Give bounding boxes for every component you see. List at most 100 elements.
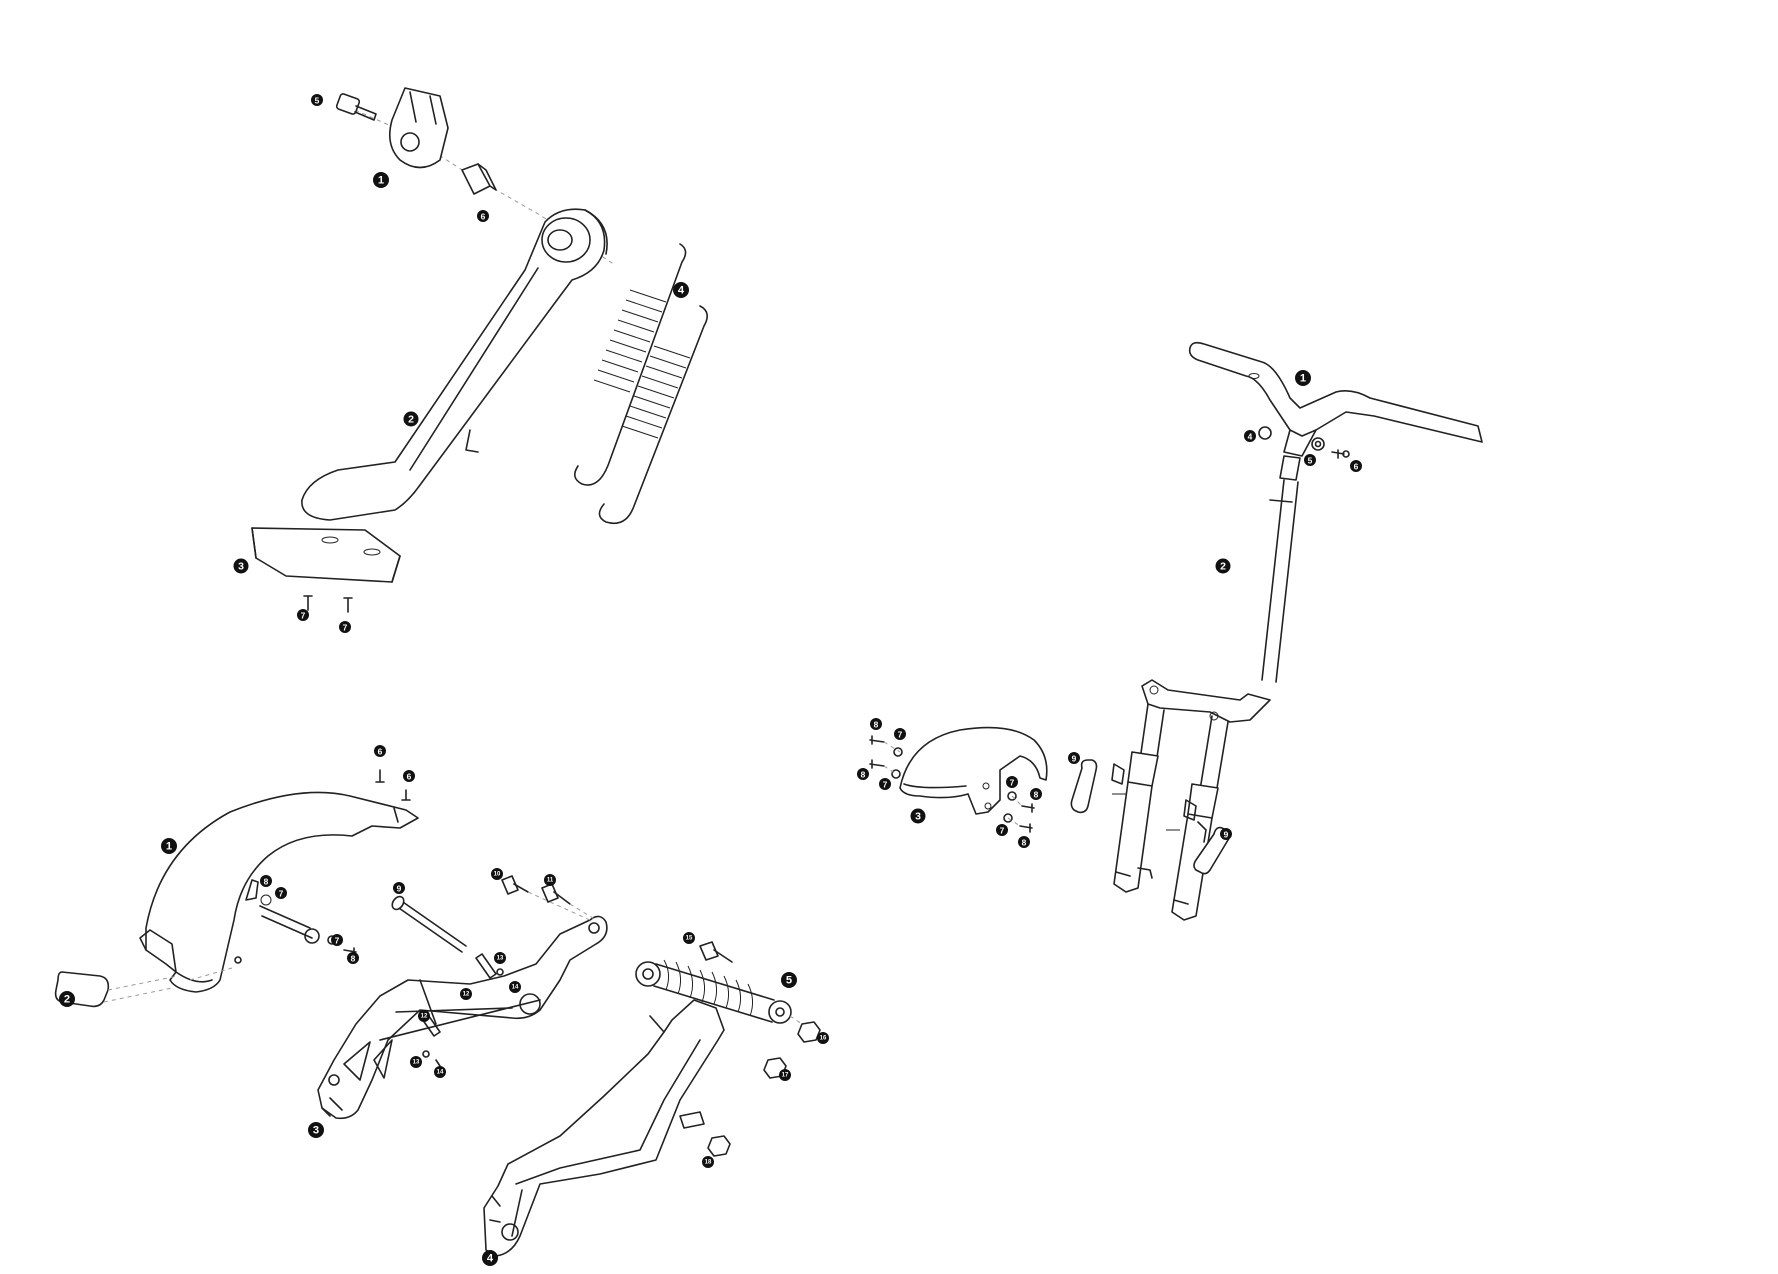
callout-badge: 7: [996, 824, 1008, 836]
kickstand-cover: [389, 87, 449, 169]
callout-badge: 1: [373, 172, 389, 188]
callout-badge-label: 3: [313, 1125, 319, 1137]
handlebar-clamp-hardware: [1258, 426, 1350, 459]
callout-badge-label: 6: [378, 747, 383, 757]
callout-badge-circle: [491, 868, 503, 880]
callout-badge-circle: [1215, 558, 1231, 574]
callout-badge-circle: [482, 1250, 498, 1266]
shock-nuts: [707, 1015, 821, 1157]
front-fork: [1111, 679, 1271, 921]
callout-badge-label: 8: [1034, 790, 1039, 800]
kickstand-bolt: [335, 93, 377, 121]
callout-badge-circle: [1304, 454, 1316, 466]
callout-badge-label: 8: [861, 770, 866, 780]
callout-badge: 1: [161, 838, 177, 854]
steering-assembly: [869, 341, 1483, 921]
callout-badge-circle: [347, 952, 359, 964]
callout-badge-label: 18: [705, 1160, 712, 1166]
callout-badge: 17: [779, 1069, 791, 1081]
callout-badge-circle: [403, 770, 415, 782]
callout-badge-circle: [308, 1122, 324, 1138]
callout-badge-circle: [477, 210, 489, 222]
callout-badge: 9: [1220, 828, 1232, 840]
callout-badge: 11: [544, 874, 556, 886]
callout-badge: 3: [910, 808, 926, 824]
callout-badge: 9: [393, 882, 405, 894]
callout-badge-label: 5: [786, 975, 792, 987]
steering-stem: [1261, 455, 1301, 683]
callout-badge: 6: [477, 210, 489, 222]
callout-badge: 5: [781, 972, 797, 988]
callout-badge-label: 9: [397, 884, 402, 894]
callout-badge-circle: [434, 1066, 446, 1078]
callout-badge-circle: [260, 875, 272, 887]
callout-badge-circle: [403, 411, 419, 427]
callout-badge: 12: [460, 988, 472, 1000]
callout-badge-label: 12: [421, 1014, 428, 1020]
callout-badge-label: 6: [407, 772, 412, 782]
callout-badge-circle: [374, 745, 386, 757]
callout-badge-label: 3: [238, 561, 244, 573]
callout-badge: 16: [817, 1032, 829, 1044]
callout-badge-label: 8: [351, 954, 356, 964]
callout-badge-label: 5: [315, 96, 320, 106]
callout-badge: 3: [233, 558, 249, 574]
callout-badge-label: 8: [264, 877, 269, 887]
callout-badge-label: 1: [1300, 373, 1306, 385]
callout-badge: 2: [403, 411, 419, 427]
kickstand-bushing: [461, 163, 497, 195]
callout-badge-label: 1: [378, 175, 384, 187]
callout-badge-label: 9: [1072, 754, 1077, 764]
callout-badge: 3: [308, 1122, 324, 1138]
callout-badge-circle: [393, 882, 405, 894]
callout-badge-label: 14: [437, 1070, 444, 1076]
callout-badge-label: 7: [883, 780, 888, 790]
callout-badge: 8: [857, 768, 869, 780]
callout-badge-label: 6: [481, 212, 486, 222]
callout-badge: 6: [403, 770, 415, 782]
callout-badge-label: 7: [335, 936, 340, 946]
callout-badge-label: 7: [343, 623, 348, 633]
callout-badge: 13: [494, 952, 506, 964]
kickstand-foot-screws: [303, 595, 353, 613]
callout-badge-label: 11: [547, 878, 554, 884]
callout-badge-circle: [894, 728, 906, 740]
callout-badge-circle: [339, 621, 351, 633]
callout-badge-label: 15: [686, 936, 693, 942]
callout-badge: 6: [1350, 460, 1362, 472]
callout-badge-label: 10: [494, 872, 501, 878]
callout-badge-label: 9: [1224, 830, 1229, 840]
callout-badge-circle: [1295, 370, 1311, 386]
callout-badge: 9: [1068, 752, 1080, 764]
callout-badge: 7: [894, 728, 906, 740]
callout-badge-label: 3: [915, 811, 921, 823]
callout-badge-circle: [544, 874, 556, 886]
kickstand-springs: [574, 243, 708, 525]
handlebar: [1188, 341, 1483, 457]
callout-badge-circle: [1006, 776, 1018, 788]
chain-guard: [483, 999, 725, 1257]
callout-badge-label: 1: [166, 841, 172, 853]
kickstand-assembly: [251, 87, 708, 613]
callout-badge: 8: [870, 718, 882, 730]
callout-badge: 12: [418, 1010, 430, 1022]
callout-badge-circle: [161, 838, 177, 854]
callout-badge: 6: [374, 745, 386, 757]
callout-badge: 8: [1018, 836, 1030, 848]
callout-badge-label: 7: [898, 730, 903, 740]
callout-badge-label: 4: [1248, 432, 1253, 442]
callout-badge-circle: [59, 991, 75, 1007]
callout-badge-circle: [683, 932, 695, 944]
callout-badge: 2: [1215, 558, 1231, 574]
callout-badge-circle: [311, 94, 323, 106]
callout-badge-circle: [373, 172, 389, 188]
callout-badge-circle: [779, 1069, 791, 1081]
callout-badge: 7: [297, 609, 309, 621]
callout-badge-circle: [1018, 836, 1030, 848]
callout-badge: 8: [1030, 788, 1042, 800]
swing-arm-links: [419, 953, 504, 1067]
callout-badge-label: 2: [408, 414, 414, 426]
callout-badge: 5: [1304, 454, 1316, 466]
callout-badge-circle: [275, 887, 287, 899]
